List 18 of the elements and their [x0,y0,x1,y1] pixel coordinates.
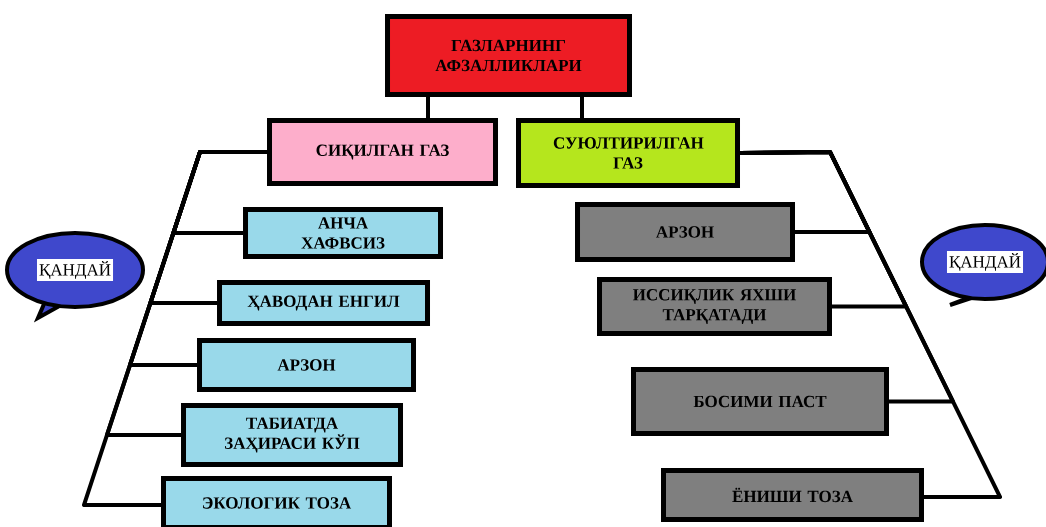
category-box: СУЮЛТИРИЛГАН ГАЗ [516,118,740,188]
property-box: ЭКОЛОГИК ТОЗА [161,476,392,527]
connector-line [740,150,1002,499]
connector-line [426,97,430,118]
connector-line [580,97,584,118]
property-box: ТАБИАТДА ЗАҲИРАСИ КЎП [181,403,403,467]
property-box: АРЗОН [197,338,416,392]
speech-bubble: ҚАНДАЙ [920,223,1046,307]
property-box: ҲАВОДАН ЕНГИЛ [217,280,430,326]
connector-line [82,150,267,507]
top-box: ГАЗЛАРНИНГ АФЗАЛЛИКЛАРИ [385,14,632,97]
property-box: БОСИМИ ПАСТ [631,367,889,436]
property-box: АРЗОН [575,202,795,262]
category-box: СИҚИЛГАН ГАЗ [267,118,498,186]
property-box: ЁНИШИ ТОЗА [661,468,924,522]
property-box: ИССИҚЛИК ЯХШИ ТАРҚАТАДИ [597,277,832,336]
property-box: АНЧА ХАФВСИЗ [243,207,443,259]
speech-bubble: ҚАНДАЙ [5,231,145,323]
